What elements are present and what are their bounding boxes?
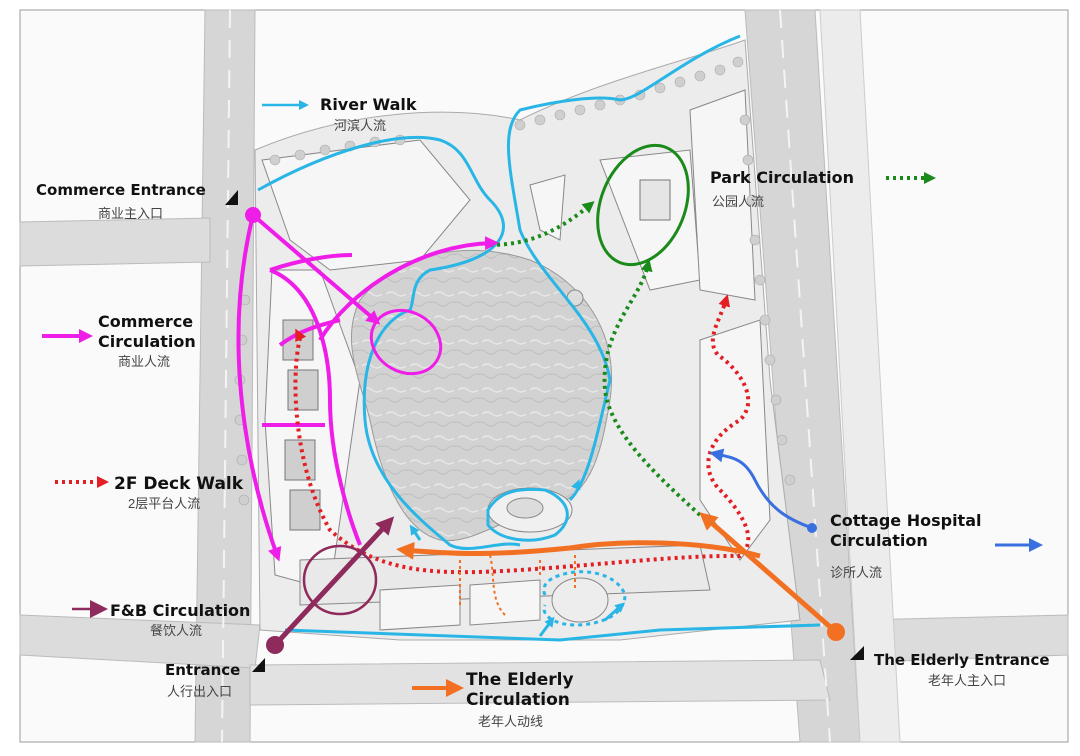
cottage-hospital-label: Cottage Hospital Circulation 诊所人流: [830, 511, 981, 581]
legend-arrows: [42, 100, 1043, 697]
commerce-entrance-dot: [245, 207, 261, 223]
plaza: [487, 289, 609, 623]
elderly-entrance-label: The Elderly Entrance 老年人主入口: [874, 650, 1050, 689]
entrance-dot: [266, 636, 284, 654]
deck-walk-subtitle: 2层平台人流: [128, 496, 201, 511]
entrance-markers: [225, 190, 864, 672]
park-circulation-routes: [489, 201, 702, 517]
elderly-routes: [396, 512, 838, 634]
commerce-entrance-title: Commerce Entrance: [36, 181, 206, 199]
commerce-circulation-label: Commerce Circulation 商业人流: [98, 312, 196, 370]
park-circulation-title: Park Circulation: [710, 168, 854, 187]
elderly-circulation-label: The Elderly Circulation 老年人动线: [466, 670, 574, 730]
cottage-hospital-title-2: Circulation: [830, 531, 928, 550]
river-walk-title: River Walk: [320, 95, 417, 114]
fb-ring: [302, 544, 378, 616]
deck-walk-routes: [293, 294, 751, 575]
deck-walk-label: 2F Deck Walk 2层平台人流: [114, 474, 243, 512]
elderly-circulation-title-2: Circulation: [466, 690, 570, 710]
deck-walk-title: 2F Deck Walk: [114, 474, 244, 494]
fb-circulation-label: F&B Circulation 餐饮人流: [110, 601, 250, 639]
fb-route: [273, 516, 395, 647]
elderly-circulation-title-1: The Elderly: [466, 670, 574, 690]
roads: [19, 9, 1069, 743]
river-walk-routes: [257, 34, 821, 642]
commerce-entrance-subtitle: 商业主入口: [98, 206, 164, 221]
elderly-entrance-subtitle: 老年人主入口: [928, 673, 1007, 688]
cottage-hospital-dot: [807, 523, 817, 533]
elderly-circulation-subtitle: 老年人动线: [478, 714, 544, 729]
elderly-minor-routes: [459, 554, 576, 616]
park-ring: [596, 143, 690, 267]
commerce-circulation-title-2: Circulation: [98, 332, 196, 351]
river-walk-label: River Walk 河滨人流: [320, 95, 417, 134]
river-walk-subtitle: 河滨人流: [334, 118, 387, 133]
commerce-circulation-subtitle: 商业人流: [118, 354, 171, 369]
park-circulation-label: Park Circulation 公园人流: [710, 168, 854, 210]
park-circulation-subtitle: 公园人流: [712, 194, 765, 209]
elderly-entrance-dot: [827, 623, 845, 641]
commerce-ring: [369, 308, 443, 376]
fb-circulation-title: F&B Circulation: [110, 601, 251, 620]
commerce-circulation-title-1: Commerce: [98, 312, 194, 331]
entrance-subtitle: 人行出入口: [167, 684, 233, 699]
cottage-hospital-title-1: Cottage Hospital: [830, 511, 982, 530]
entrance-title: Entrance: [165, 661, 241, 679]
elderly-entrance-title: The Elderly Entrance: [874, 651, 1050, 669]
commerce-entrance-label: Commerce Entrance 商业主入口: [36, 180, 206, 222]
cottage-hospital-subtitle: 诊所人流: [830, 565, 883, 580]
fb-circulation-subtitle: 餐饮人流: [150, 623, 203, 638]
cottage-hospital-route: [709, 448, 813, 530]
commerce-circulation-routes: [236, 213, 499, 562]
entrance-label: Entrance 人行出入口: [165, 660, 240, 700]
